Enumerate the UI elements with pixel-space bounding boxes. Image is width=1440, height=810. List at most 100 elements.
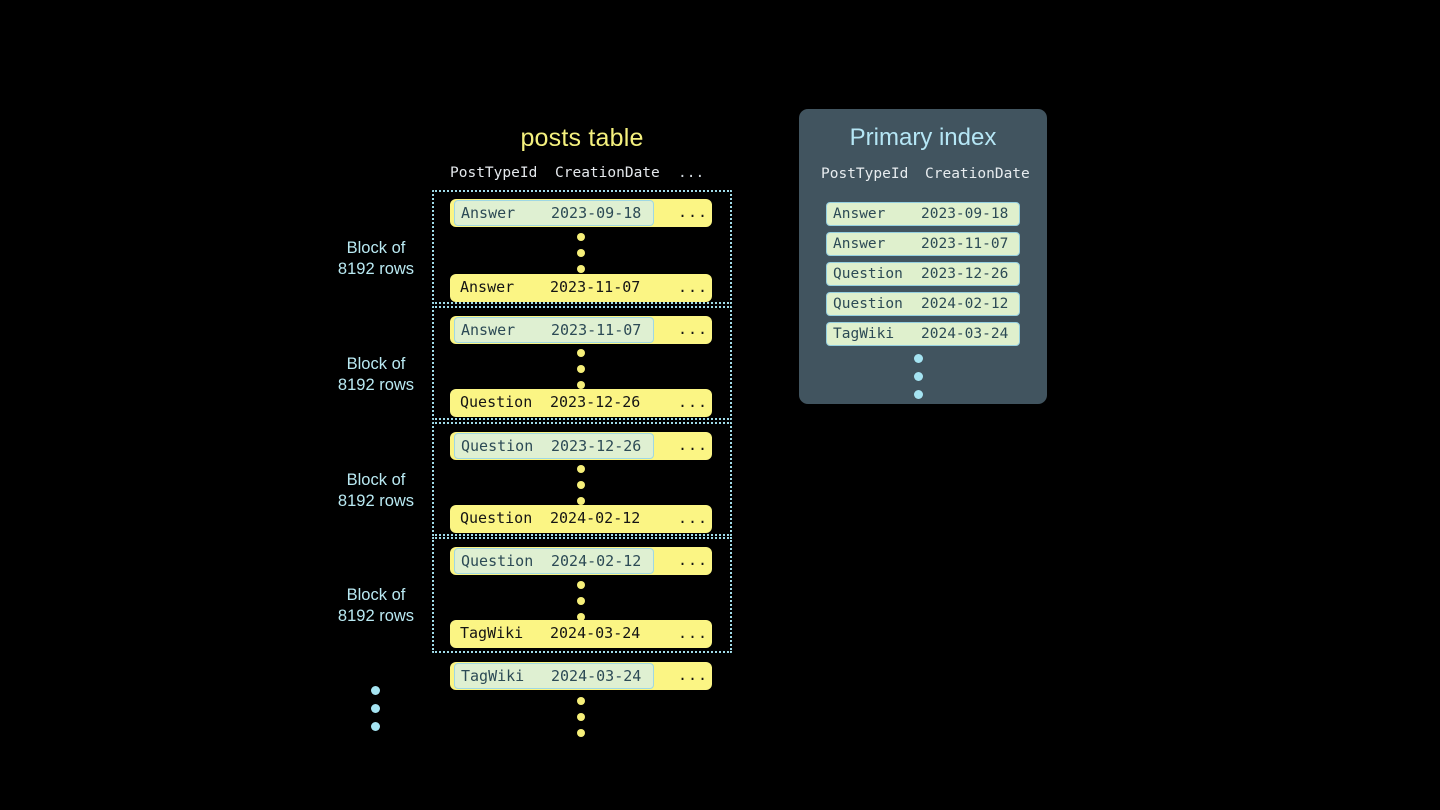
block-label-3-line1: Block of xyxy=(346,471,406,489)
table-row[interactable]: Answer 2023-11-07 ... xyxy=(450,316,712,344)
cell-posttypeid: Answer xyxy=(460,278,515,296)
block-label-4: Block of 8192 rows xyxy=(301,585,451,627)
cell-ellipsis: ... xyxy=(678,320,709,338)
block-label-3-line2: 8192 rows xyxy=(337,492,415,510)
cell-creationdate: 2023-09-18 xyxy=(551,204,642,222)
cell-ellipsis: ... xyxy=(678,203,709,221)
block-label-3: Block of 8192 rows xyxy=(301,470,451,512)
table-row[interactable]: Question 2024-02-12 ... xyxy=(450,547,712,575)
cell-creationdate: 2024-02-12 xyxy=(921,296,1009,312)
cell-ellipsis: ... xyxy=(678,624,709,642)
table-continuation-dots xyxy=(577,697,586,737)
block-label-1-line2: 8192 rows xyxy=(337,260,415,278)
column-header-creationdate: CreationDate xyxy=(555,165,660,181)
table-row[interactable]: TagWiki 2024-03-24 ... xyxy=(450,662,712,690)
index-row[interactable]: Answer 2023-09-18 xyxy=(826,202,1020,226)
cell-posttypeid: Answer xyxy=(833,206,886,222)
index-row[interactable]: Question 2024-02-12 xyxy=(826,292,1020,316)
dot xyxy=(577,581,585,589)
row-ellipsis-dots xyxy=(577,581,586,621)
dot xyxy=(577,349,585,357)
dot xyxy=(577,713,585,721)
block-label-1-line1: Block of xyxy=(346,239,406,257)
block-frame-1 xyxy=(432,190,732,304)
posts-table-column-headers: PostTypeId CreationDate ... xyxy=(450,165,716,187)
dot xyxy=(577,697,585,705)
primary-index-column-headers: PostTypeId CreationDate xyxy=(821,166,1031,186)
dot xyxy=(371,722,380,731)
primary-index-title: Primary index xyxy=(849,124,997,151)
cell-posttypeid: Answer xyxy=(461,321,516,339)
index-row[interactable]: Question 2023-12-26 xyxy=(826,262,1020,286)
column-header-ellipsis: ... xyxy=(678,165,705,181)
dot xyxy=(577,481,585,489)
row-highlight-box xyxy=(454,548,654,574)
blocks-continuation-dots xyxy=(371,686,380,731)
block-label-4-line1: Block of xyxy=(346,586,406,604)
table-row[interactable]: Question 2023-12-26 ... xyxy=(450,389,712,417)
cell-creationdate: 2024-03-24 xyxy=(921,326,1009,342)
cell-creationdate: 2024-03-24 xyxy=(551,667,642,685)
dot xyxy=(577,381,585,389)
cell-creationdate: 2024-03-24 xyxy=(550,624,641,642)
dot xyxy=(577,465,585,473)
index-row[interactable]: Answer 2023-11-07 xyxy=(826,232,1020,256)
cell-posttypeid: Question xyxy=(833,296,903,312)
cell-posttypeid: Question xyxy=(833,266,903,282)
cell-ellipsis: ... xyxy=(678,436,709,454)
block-frame-4 xyxy=(432,537,732,653)
block-label-2-line1: Block of xyxy=(346,355,406,373)
cell-creationdate: 2023-12-26 xyxy=(550,393,641,411)
dot xyxy=(577,729,585,737)
cell-creationdate: 2023-11-07 xyxy=(551,321,642,339)
cell-posttypeid: Question xyxy=(460,509,533,527)
dot xyxy=(577,613,585,621)
primary-index-panel: Primary index PostTypeId CreationDate An… xyxy=(799,109,1047,404)
dot xyxy=(914,372,923,381)
row-highlight-box xyxy=(454,317,654,343)
cell-ellipsis: ... xyxy=(678,509,709,527)
cell-ellipsis: ... xyxy=(678,666,709,684)
row-ellipsis-dots xyxy=(577,233,586,273)
block-label-1: Block of 8192 rows xyxy=(301,238,451,280)
table-row[interactable]: Question 2023-12-26 ... xyxy=(450,432,712,460)
column-header-posttypeid: PostTypeId xyxy=(821,166,909,182)
dot xyxy=(577,249,585,257)
cell-creationdate: 2023-11-07 xyxy=(550,278,641,296)
dot xyxy=(914,390,923,399)
block-frame-3 xyxy=(432,422,732,536)
cell-posttypeid: Question xyxy=(461,437,534,455)
row-highlight-box xyxy=(454,200,654,226)
table-row[interactable]: Answer 2023-09-18 ... xyxy=(450,199,712,227)
row-ellipsis-dots xyxy=(577,349,586,389)
table-row[interactable]: TagWiki 2024-03-24 ... xyxy=(450,620,712,648)
cell-ellipsis: ... xyxy=(678,393,709,411)
index-row[interactable]: TagWiki 2024-03-24 xyxy=(826,322,1020,346)
cell-posttypeid: Answer xyxy=(461,204,516,222)
dot xyxy=(371,686,380,695)
column-header-posttypeid: PostTypeId xyxy=(450,165,538,181)
dot xyxy=(577,597,585,605)
dot xyxy=(577,497,585,505)
block-label-2: Block of 8192 rows xyxy=(301,354,451,396)
cell-creationdate: 2023-09-18 xyxy=(921,206,1009,222)
cell-posttypeid: TagWiki xyxy=(833,326,895,342)
cell-creationdate: 2023-11-07 xyxy=(921,236,1009,252)
block-label-4-line2: 8192 rows xyxy=(337,607,415,625)
cell-creationdate: 2024-02-12 xyxy=(550,509,641,527)
cell-posttypeid: TagWiki xyxy=(461,667,525,685)
table-row[interactable]: Answer 2023-11-07 ... xyxy=(450,274,712,302)
cell-creationdate: 2024-02-12 xyxy=(551,552,642,570)
dot xyxy=(371,704,380,713)
table-row[interactable]: Question 2024-02-12 ... xyxy=(450,505,712,533)
cell-posttypeid: TagWiki xyxy=(460,624,524,642)
block-frame-2 xyxy=(432,306,732,420)
index-continuation-dots xyxy=(914,354,923,399)
cell-creationdate: 2023-12-26 xyxy=(551,437,642,455)
dot xyxy=(914,354,923,363)
cell-creationdate: 2023-12-26 xyxy=(921,266,1009,282)
dot xyxy=(577,265,585,273)
cell-ellipsis: ... xyxy=(678,551,709,569)
block-label-2-line2: 8192 rows xyxy=(337,376,415,394)
posts-table-title: posts table xyxy=(520,124,644,152)
